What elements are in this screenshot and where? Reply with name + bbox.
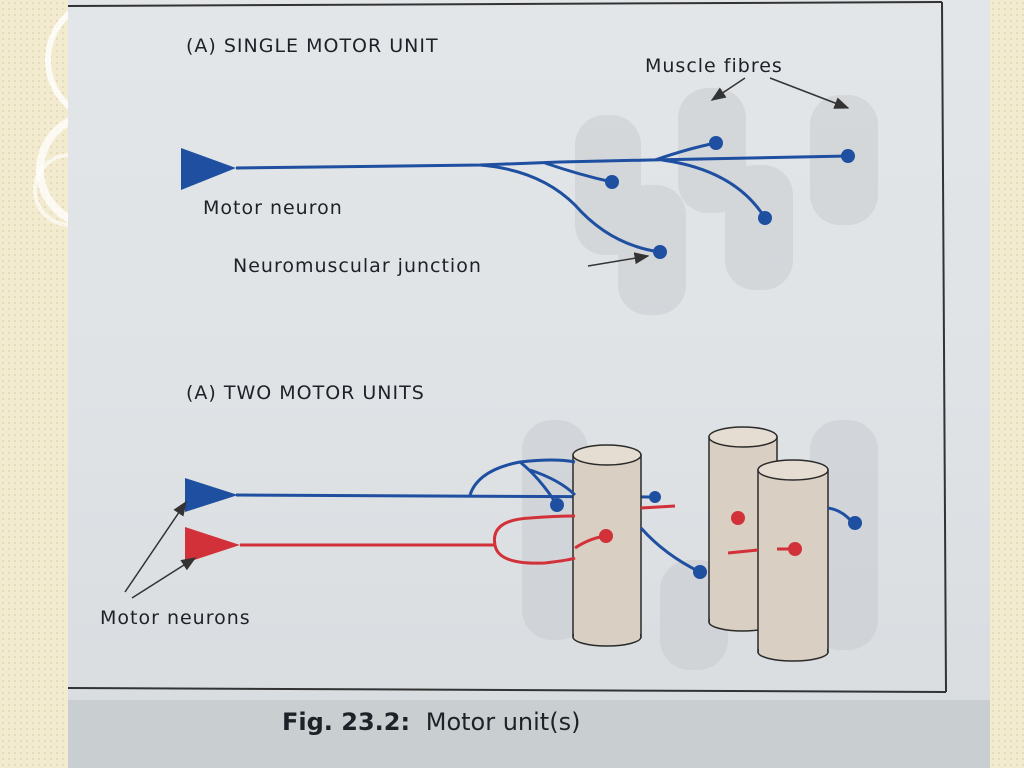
motor-neuron-label: Motor neuron (203, 197, 343, 219)
motor-neurons-arrow-blue (124, 500, 187, 593)
neuromuscular-junction-label: Neuromuscular junction (233, 255, 482, 277)
junction-end-1 (605, 175, 619, 189)
single-motor-neuron (181, 136, 855, 259)
blue-branch-lower (639, 527, 701, 574)
muscle-fibres-arrow-1 (710, 77, 746, 101)
muscle-fibre-left (572, 444, 642, 647)
motor-neurons-arrow-red (131, 557, 197, 599)
red-branch-lower (493, 544, 576, 565)
caption-prefix: Fig. 23.2: (282, 708, 410, 736)
blue-branch-upper (468, 458, 576, 496)
red-branch-right-1 (640, 504, 676, 510)
ghost-fibre-5 (725, 165, 793, 290)
motor-axon (235, 154, 849, 170)
neuromuscular-junction-arrow (587, 252, 650, 267)
photo-bottom-strip (68, 700, 990, 768)
caption-text: Motor unit(s) (426, 708, 581, 736)
blue-junction-3 (693, 565, 707, 579)
blue-neuron-cell-body (185, 478, 238, 512)
red-branch-right-2 (727, 548, 759, 555)
blue-branch-mid (529, 468, 577, 497)
junction-end-3 (709, 136, 723, 150)
muscle-fibres-arrow-2 (769, 77, 850, 109)
ghost-fibre-6 (522, 420, 588, 640)
figure-border-top (68, 1, 943, 7)
red-junction-2 (731, 511, 745, 525)
muscle-fibres-label: Muscle fibres (645, 55, 783, 77)
panel-b-title: (A) TWO MOTOR UNITS (186, 382, 425, 404)
figure-caption: Fig. 23.2: Motor unit(s) (282, 708, 580, 736)
junction-end-5 (841, 149, 855, 163)
blue-motor-unit (185, 458, 862, 579)
axon-branch-4 (661, 158, 767, 219)
motor-unit-figure: (A) SINGLE MOTOR UNIT Muscle fibres Moto… (68, 1, 947, 736)
motor-neurons-label: Motor neurons (100, 607, 251, 629)
textbook-photo: (A) SINGLE MOTOR UNIT Muscle fibres Moto… (68, 0, 990, 768)
figure-border-right (941, 1, 947, 693)
red-motor-unit (185, 504, 802, 565)
blue-junction-2 (649, 491, 661, 503)
muscle-fibre-front-right (757, 459, 829, 662)
red-branch-upper (492, 514, 576, 546)
red-junction-1 (599, 529, 613, 543)
motor-neuron-cell-body (181, 148, 236, 190)
blue-junction-4 (848, 516, 862, 530)
figure-border-bottom (68, 687, 947, 693)
junction-end-4 (758, 211, 772, 225)
axon-branch-2 (479, 163, 661, 254)
blue-junction-1 (550, 498, 564, 512)
junction-end-2 (653, 245, 667, 259)
red-neuron-cell-body (185, 527, 240, 563)
panel-a-title: (A) SINGLE MOTOR UNIT (186, 35, 439, 57)
red-junction-3 (788, 542, 802, 556)
